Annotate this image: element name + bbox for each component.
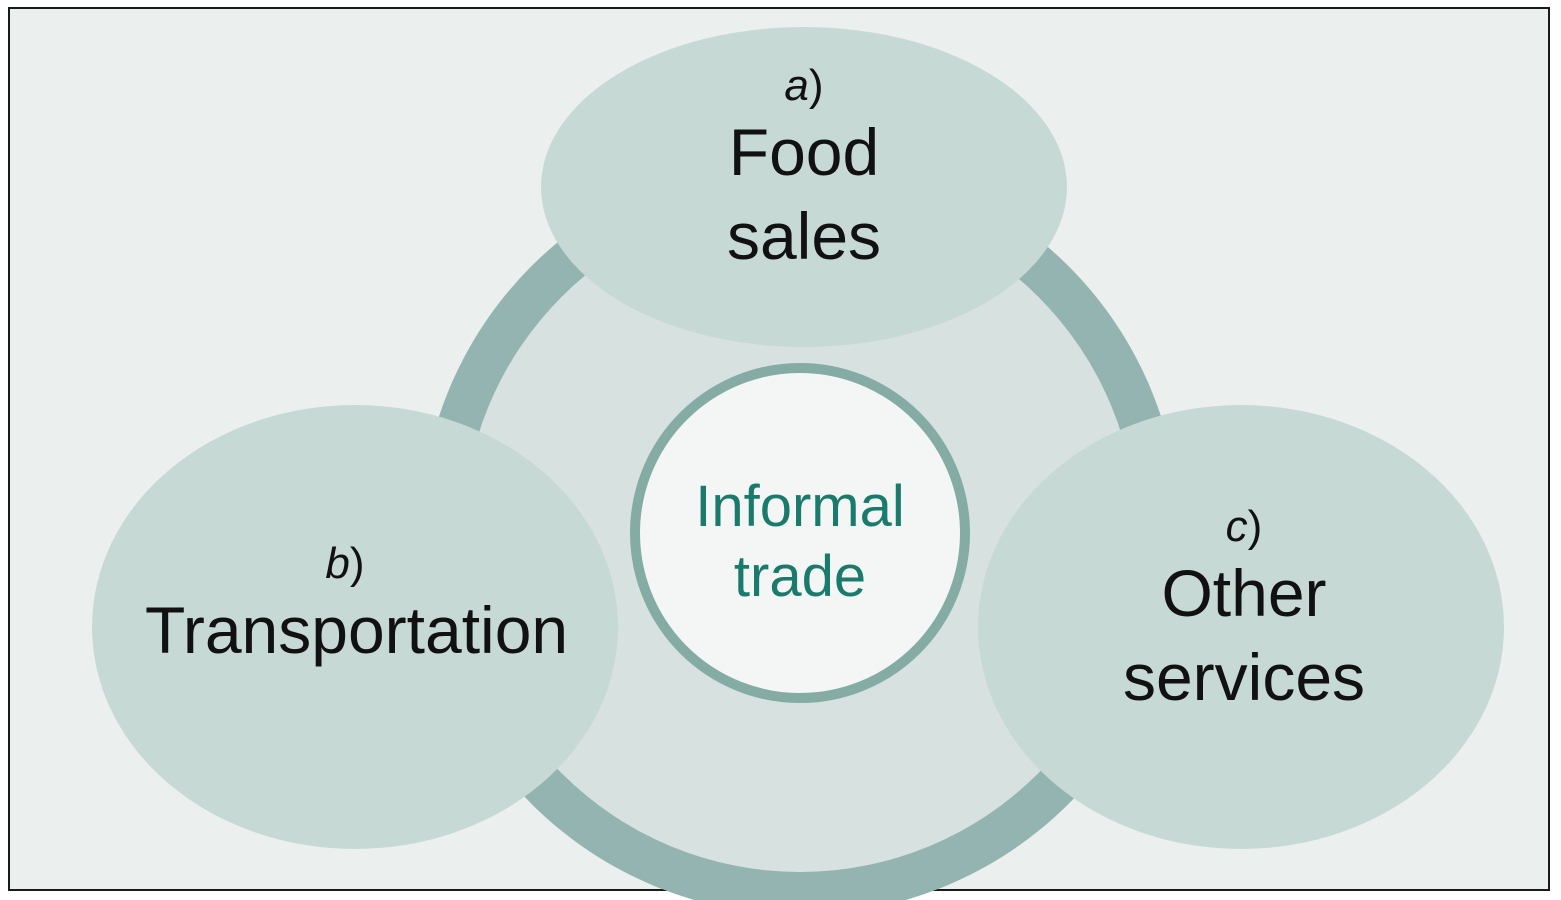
center-label-line1: Informal <box>695 474 905 539</box>
node-a-title-line1: Food <box>728 115 880 189</box>
node-other-services <box>978 405 1504 849</box>
center-label: Informal trade <box>650 472 950 612</box>
node-a-title-line2: sales <box>726 199 882 273</box>
node-c-title-line2: services <box>1122 640 1366 714</box>
node-a-label: a) Food sales <box>604 62 1004 278</box>
node-b-label: b) Transportation <box>145 539 569 672</box>
center-label-line2: trade <box>733 544 867 609</box>
node-c-title-line1: Other <box>1161 556 1327 630</box>
node-b-title-line1: Transportation <box>145 593 569 667</box>
node-c-marker: c) <box>1225 502 1263 551</box>
node-food-sales <box>541 27 1067 347</box>
node-b-marker: b) <box>325 539 365 588</box>
node-transportation <box>92 405 618 849</box>
node-c-label: c) Other services <box>1044 503 1444 719</box>
node-a-marker: a) <box>784 61 824 110</box>
center-circle <box>630 363 970 703</box>
